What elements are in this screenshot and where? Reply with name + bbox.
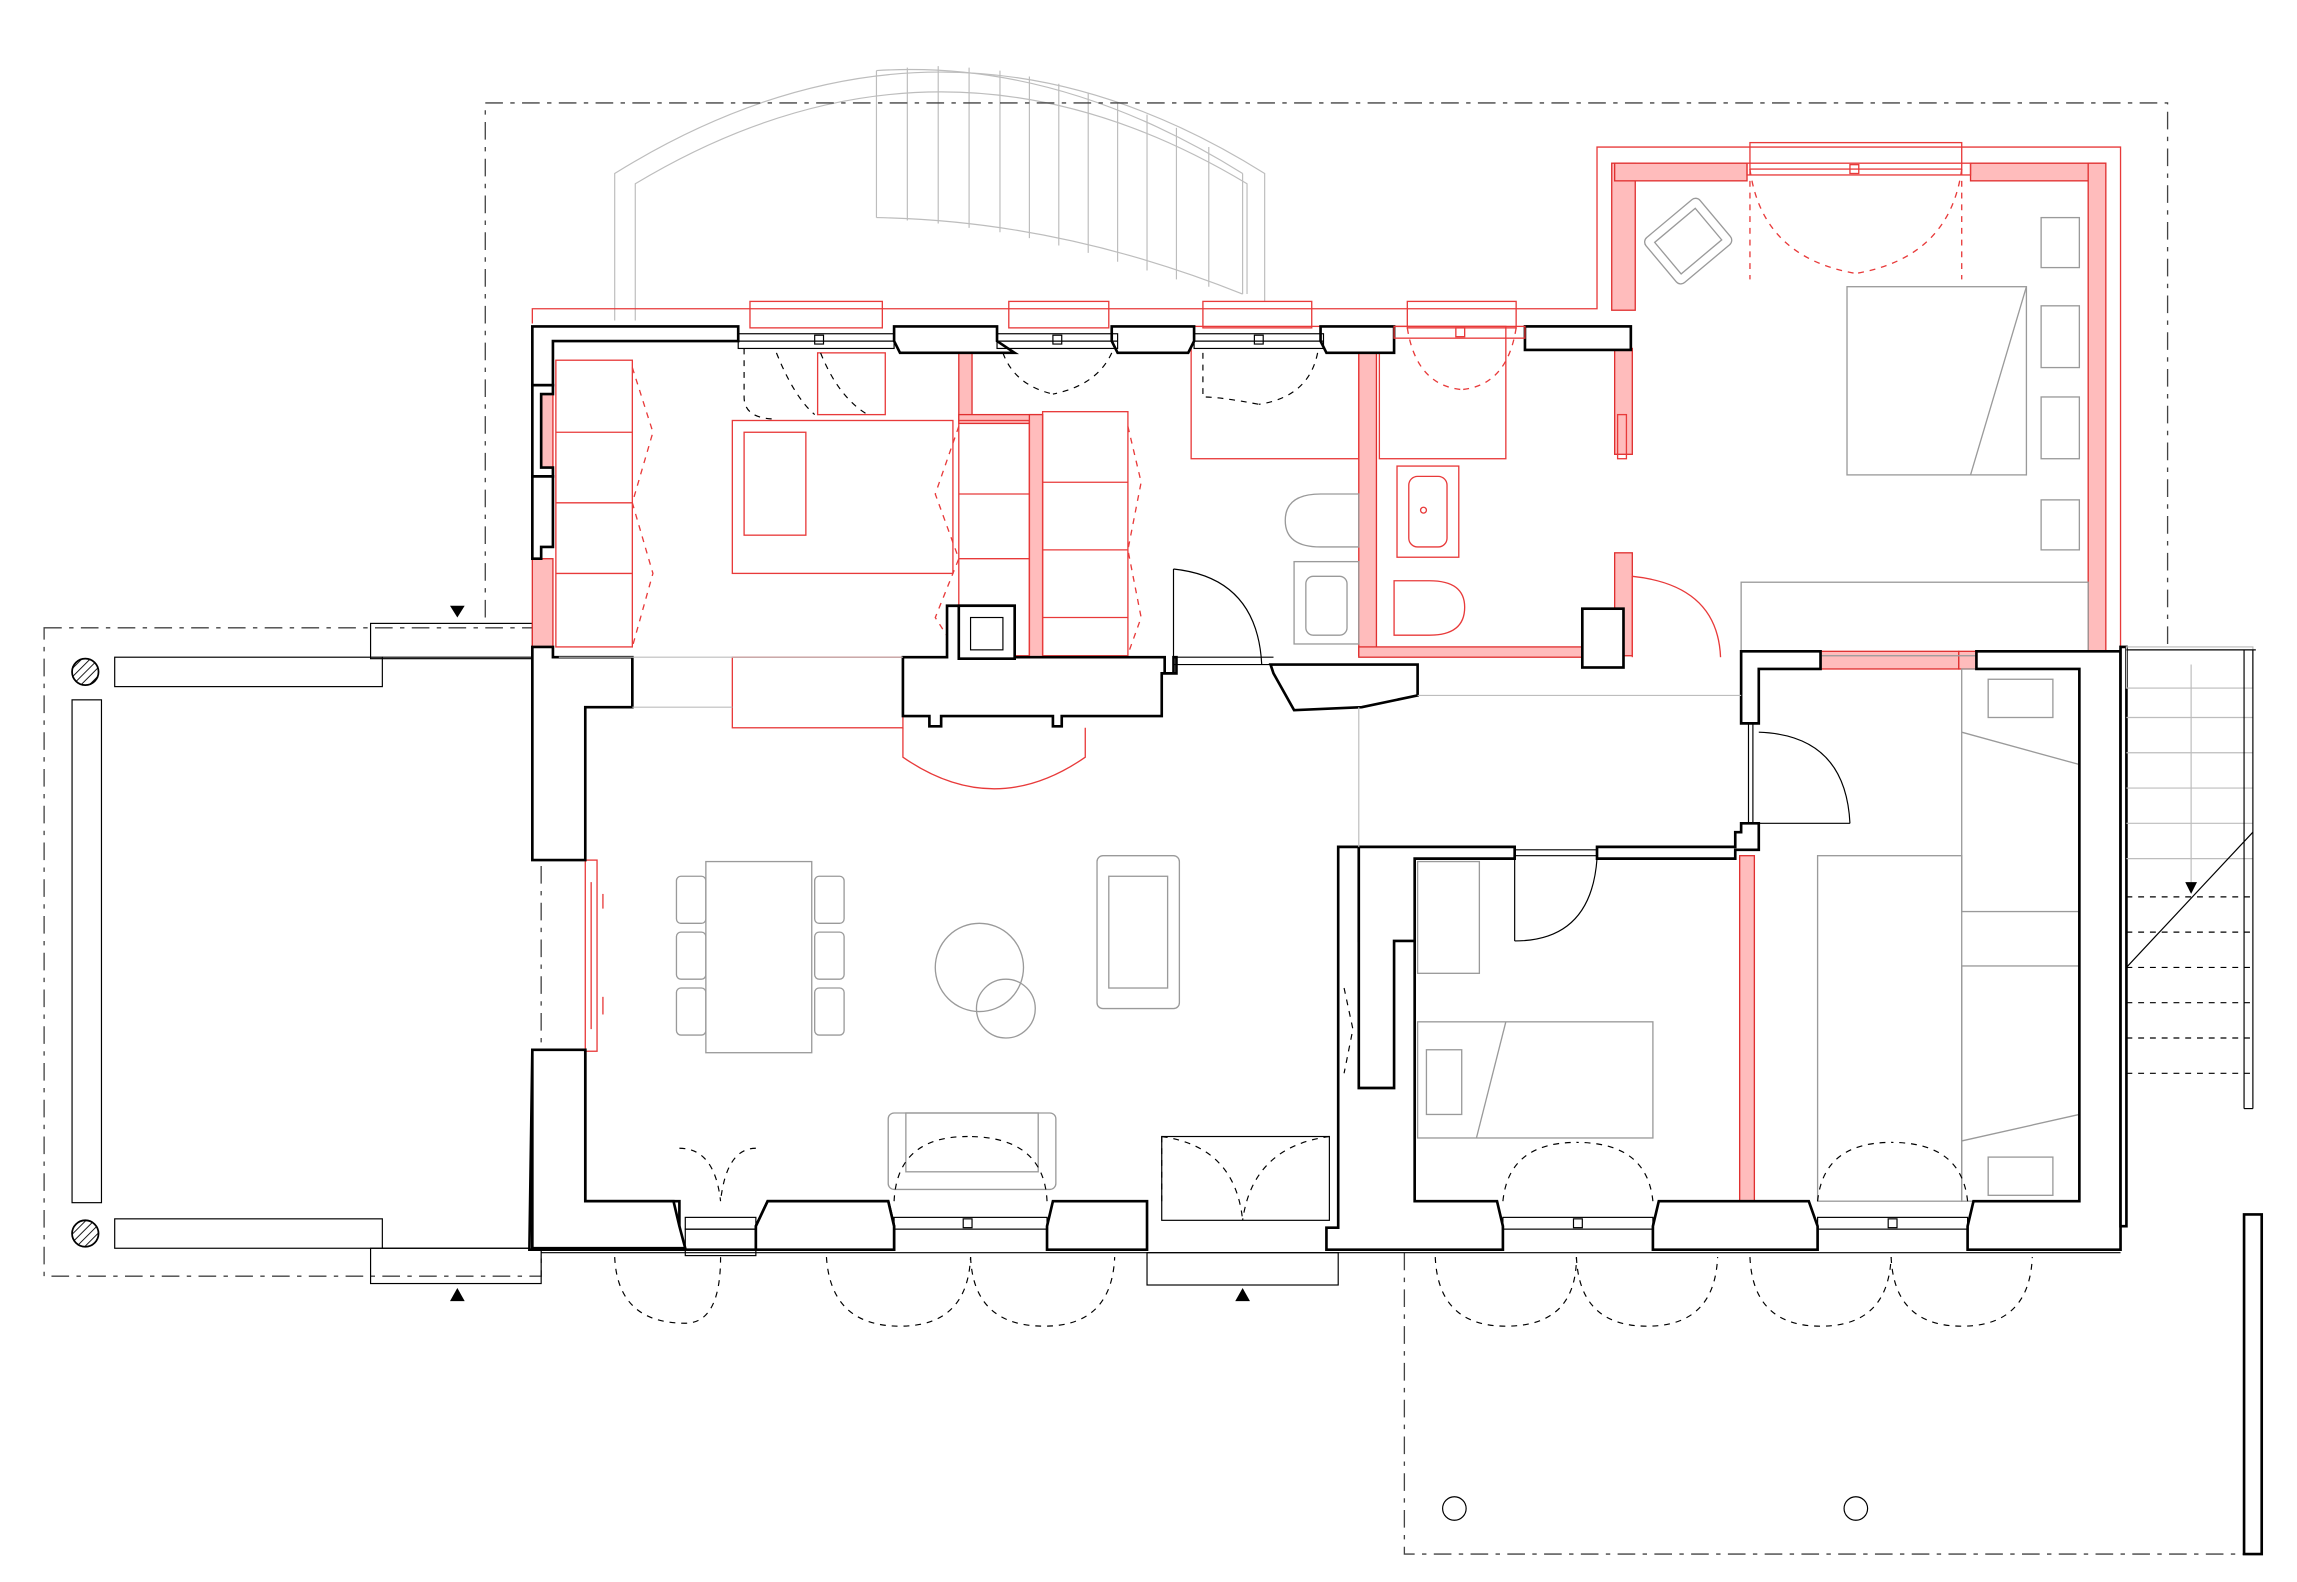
section-marker-arrow-top bbox=[449, 605, 465, 618]
section-marker-arrow-bottom bbox=[449, 1287, 465, 1302]
single-bed-left bbox=[1416, 1021, 1654, 1139]
window bbox=[1746, 162, 1972, 176]
space-divider-lines bbox=[558, 656, 1742, 847]
pergola bbox=[71, 622, 542, 1285]
window bbox=[1502, 1216, 1654, 1230]
window bbox=[684, 1216, 757, 1230]
right-stair bbox=[2125, 646, 2264, 1556]
terrace-columns bbox=[1442, 1496, 1869, 1521]
roof-outline bbox=[43, 102, 2246, 1555]
window bbox=[1817, 1216, 1969, 1230]
column-circle bbox=[1843, 1496, 1869, 1521]
column-circle bbox=[1442, 1496, 1467, 1521]
dining-table bbox=[705, 860, 813, 1054]
single-bed-top bbox=[1961, 668, 2081, 913]
windows bbox=[684, 162, 1972, 1257]
single-bed-bottom bbox=[1961, 965, 2081, 1202]
sofa-bottom bbox=[887, 1112, 1057, 1191]
section-marker-arrow-bottom-center bbox=[1235, 1287, 1250, 1302]
window bbox=[893, 1216, 1048, 1230]
door-swings bbox=[541, 348, 2121, 1327]
sofa-right bbox=[1096, 855, 1181, 1010]
new-layout-lines bbox=[531, 141, 2122, 1052]
post-bottom bbox=[71, 1219, 100, 1248]
double-bed bbox=[1846, 286, 2028, 476]
new-walls bbox=[531, 162, 2107, 1202]
curved-stair-ghost bbox=[614, 66, 1266, 321]
round-table bbox=[934, 922, 1025, 1013]
post-top bbox=[71, 657, 100, 687]
window bbox=[1393, 325, 1526, 339]
existing-walls bbox=[528, 325, 2128, 1252]
